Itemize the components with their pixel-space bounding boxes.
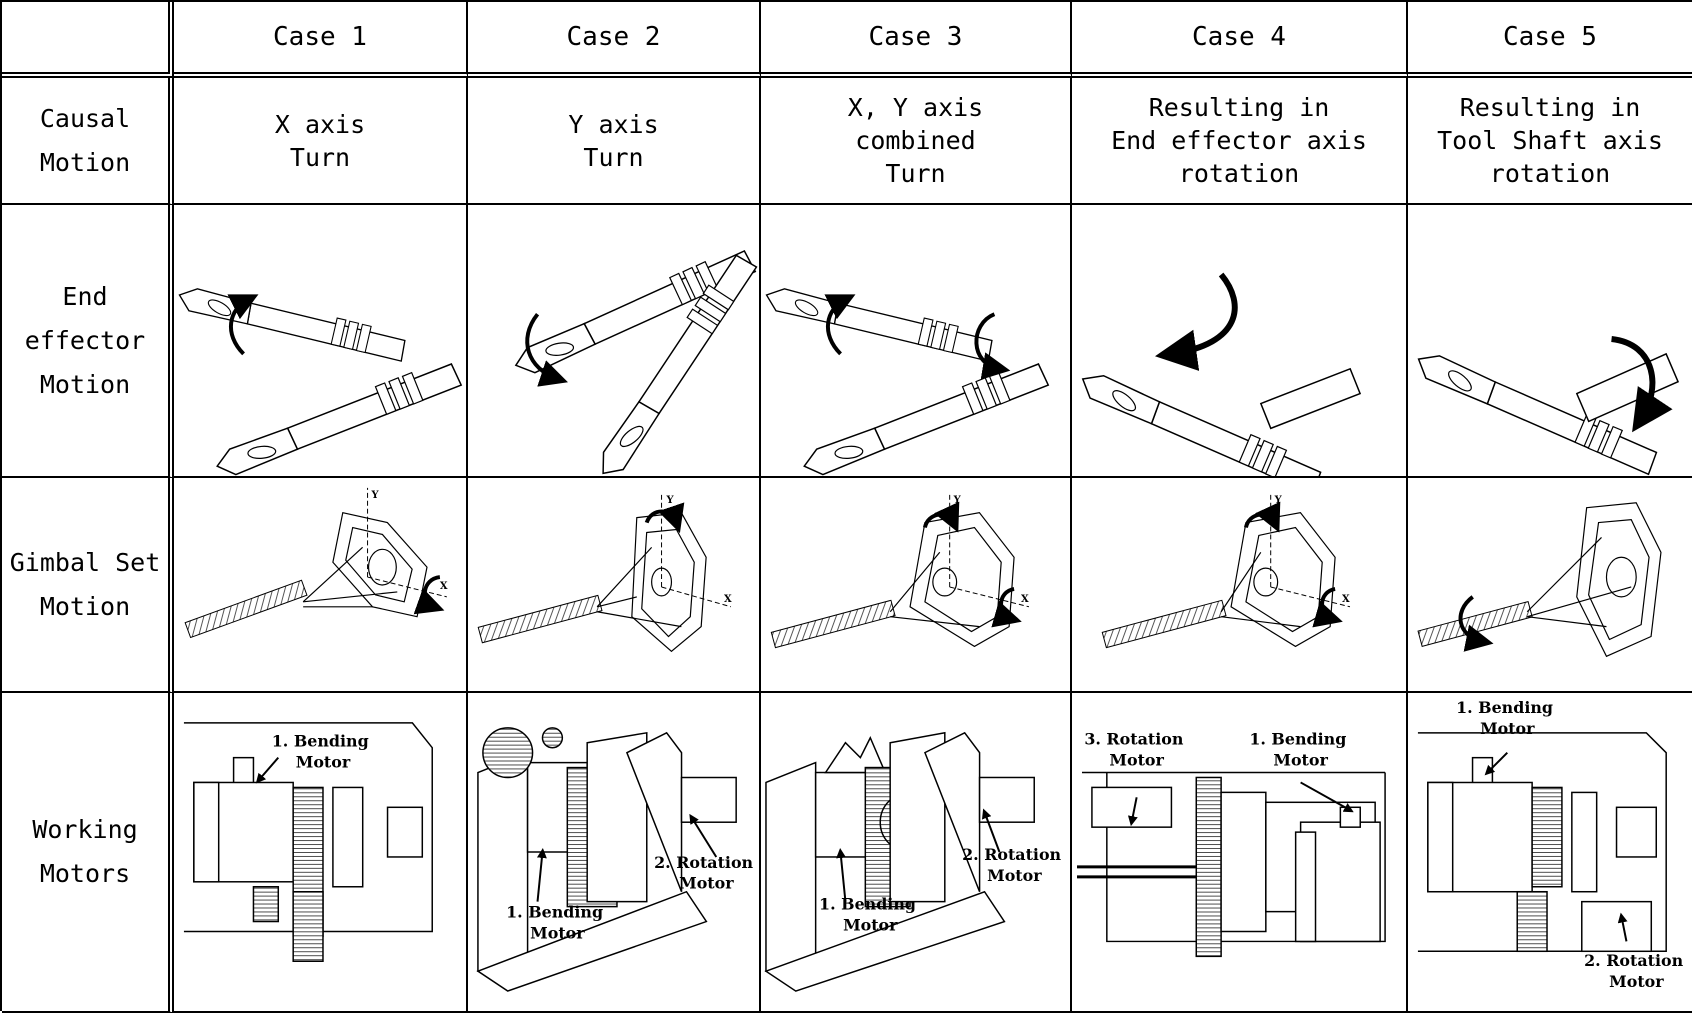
motors-illustration-case-1: 1. Bending Motor xyxy=(174,693,468,1013)
gimbal-y-axis-label: Y xyxy=(371,490,380,501)
rotation-arrow-icon xyxy=(922,501,960,533)
bending-motor-label: 1. Bending Motor xyxy=(272,732,374,772)
rotation-arrow-icon xyxy=(1154,272,1238,371)
bending-motor-label: 1. Bending Motor xyxy=(1456,698,1558,738)
gimbal-x-axis-label: X xyxy=(724,594,732,605)
rotation-arrow-icon xyxy=(991,587,1022,628)
row-label-end-effector-motion: End effector Motion xyxy=(2,205,174,478)
header-case-3: Case 3 xyxy=(761,2,1072,78)
header-case-5: Case 5 xyxy=(1408,2,1692,78)
gimbal-illustration-case-3: Y X xyxy=(761,478,1072,693)
causal-motion-case-4: Resulting in End effector axis rotation xyxy=(1072,78,1408,205)
end-effector-illustration-case-4 xyxy=(1072,205,1408,478)
rotation-arrow-icon xyxy=(1611,336,1673,433)
rotation-arrow-icon xyxy=(1243,501,1281,533)
causal-motion-case-2: Y axis Turn xyxy=(468,78,761,205)
rotation-arrow-icon xyxy=(1312,587,1343,628)
header-case-1: Case 1 xyxy=(174,2,468,78)
header-case-4: Case 4 xyxy=(1072,2,1408,78)
end-effector-illustration-case-2 xyxy=(468,205,761,478)
bending-motor-label: 1. Bending Motor xyxy=(506,903,608,943)
motors-illustration-case-2: 1. Bending Motor 2. Rotation Motor xyxy=(468,693,761,1013)
rotation-arrow-icon xyxy=(824,294,856,356)
rotation-arrow-icon xyxy=(227,294,259,356)
gimbal-illustration-case-2: Y X xyxy=(468,478,761,693)
rotation-motor-label: 2. Rotation Motor xyxy=(1584,951,1689,991)
gimbal-illustration-case-1: Y X xyxy=(174,478,468,693)
rotation-arrow-icon xyxy=(413,575,445,615)
bending-motor-label: 1. Bending Motor xyxy=(819,895,921,935)
rotation-motor-label: 2. Rotation Motor xyxy=(654,853,759,893)
causal-motion-case-1: X axis Turn xyxy=(174,78,468,205)
rotation-arrow-icon xyxy=(644,502,685,534)
gimbal-y-axis-label: Y xyxy=(953,495,962,506)
row-label-causal-motion: Causal Motion xyxy=(2,78,174,205)
motors-illustration-case-5: 1. Bending Motor 2. Rotation Motor xyxy=(1408,693,1692,1013)
rotation-arrow-icon xyxy=(974,312,1011,380)
rotation-motor-label: 3. Rotation Motor xyxy=(1084,730,1189,770)
rotation-motor-label: 2. Rotation Motor xyxy=(962,845,1067,885)
end-effector-illustration-case-3 xyxy=(761,205,1072,478)
gimbal-y-axis-label: Y xyxy=(666,495,675,506)
end-effector-illustration-case-5 xyxy=(1408,205,1692,478)
motors-illustration-case-4: 3. Rotation Motor 1. Bending Motor xyxy=(1072,693,1408,1013)
rotation-arrow-icon xyxy=(525,312,568,387)
row-label-working-motors: Working Motors xyxy=(2,693,174,1013)
header-case-2: Case 2 xyxy=(468,2,761,78)
rotation-arrow-icon xyxy=(1458,595,1494,652)
motors-illustration-case-3: 1. Bending Motor 2. Rotation Motor xyxy=(761,693,1072,1013)
gimbal-x-axis-label: X xyxy=(440,581,448,592)
gimbal-y-axis-label: Y xyxy=(1274,495,1283,506)
header-corner xyxy=(2,2,174,78)
causal-motion-case-5: Resulting in Tool Shaft axis rotation xyxy=(1408,78,1692,205)
gimbal-illustration-case-5 xyxy=(1408,478,1692,693)
bending-motor-label: 1. Bending Motor xyxy=(1249,730,1352,770)
gimbal-x-axis-label: X xyxy=(1342,594,1350,605)
causal-motion-case-3: X, Y axis combined Turn xyxy=(761,78,1072,205)
gimbal-illustration-case-4: Y X xyxy=(1072,478,1408,693)
row-label-gimbal-set-motion: Gimbal Set Motion xyxy=(2,478,174,693)
gimbal-x-axis-label: X xyxy=(1021,594,1029,605)
end-effector-illustration-case-1 xyxy=(174,205,468,478)
